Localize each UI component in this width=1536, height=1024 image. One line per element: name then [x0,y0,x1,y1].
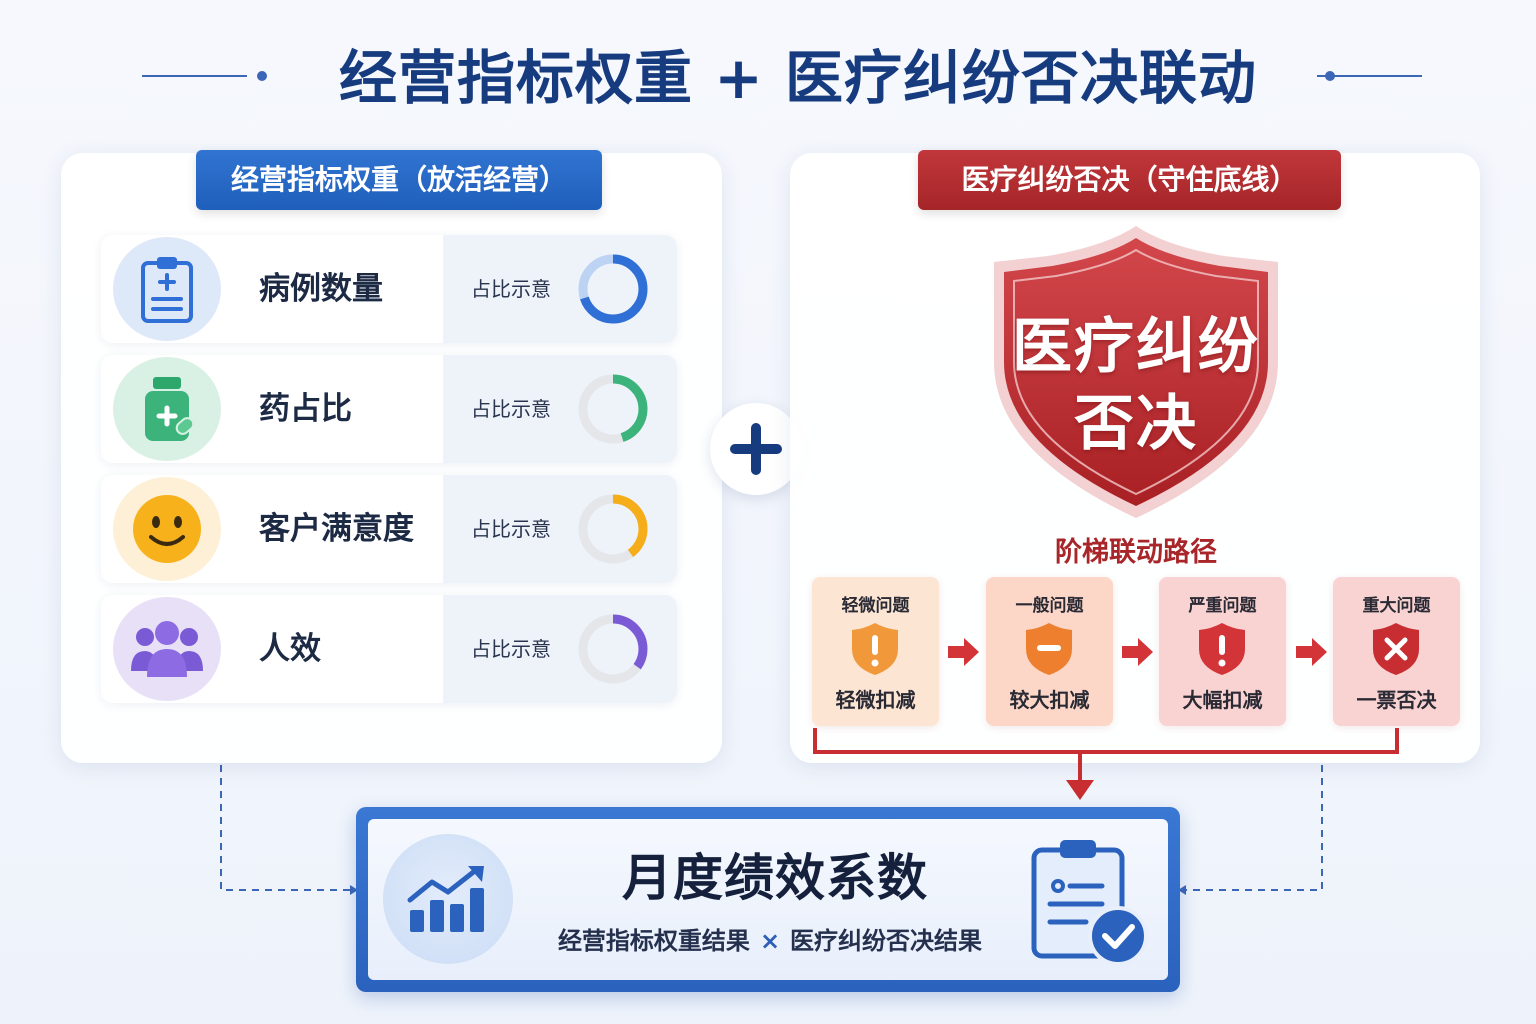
page-title: 经营指标权重 + 医疗纠纷否决联动 [339,44,1257,112]
ratio-label: 占比示意 [471,277,551,301]
title-dot-left [257,71,267,81]
title-divider-left [142,75,247,77]
ratio-donut [578,494,648,564]
people-group-icon [113,597,221,701]
title-row: 经营指标权重 + 医疗纠纷否决联动 [0,38,1536,118]
level-action: 一票否决 [1356,688,1437,712]
ratio-donut [578,614,648,684]
indicator-name: 人效 [259,631,321,667]
level-major: 重大问题 一票否决 [1333,577,1460,726]
level-general: 一般问题 较大扣减 [986,577,1113,726]
indicator-row-satisfaction: 客户满意度 占比示意 [101,475,677,583]
plus-connector [710,403,802,495]
dashed-connector-right [1186,765,1323,891]
level-serious: 严重问题 大幅扣减 [1159,577,1286,726]
title-divider-right [1317,75,1422,77]
medical-dispute-veto-heading: 医疗纠纷否决（守住底线） [918,150,1341,210]
level-name: 一般问题 [1015,596,1084,616]
level-minor: 轻微问题 轻微扣减 [812,577,939,726]
indicator-ratio-area [443,355,677,463]
shield-title-line1: 医疗纠纷 [1012,312,1260,382]
result-title: 月度绩效系数 [622,849,928,907]
indicator-row-drug-ratio: 药占比 占比示意 [101,355,677,463]
medicine-bottle-icon [113,357,221,461]
indicator-ratio-area [443,595,677,703]
clipboard-check-icon [1031,840,1148,966]
result-formula: 经营指标权重结果 × 医疗纠纷否决结果 [520,921,1020,956]
donut-arc [578,494,648,564]
level-name: 轻微问题 [841,596,910,616]
shield-minus-icon [1026,623,1072,675]
ratio-donut [578,374,648,444]
shield-x-icon [1373,623,1419,675]
level-action: 大幅扣减 [1182,688,1263,712]
level-action: 轻微扣减 [835,688,916,712]
formula-right: 医疗纠纷否决结果 [790,927,983,955]
level-action: 较大扣减 [1009,688,1090,712]
dashed-connector-left [220,765,350,891]
business-weight-heading: 经营指标权重（放活经营） [196,150,602,210]
indicator-name: 客户满意度 [259,511,414,547]
formula-left: 经营指标权重结果 [557,927,750,955]
indicator-name: 药占比 [259,391,352,427]
growth-chart-icon [383,834,513,964]
ratio-donut [578,254,648,324]
donut-arc [578,614,648,684]
indicator-row-case-count: 病例数量 占比示意 [101,235,677,343]
indicator-ratio-area [443,475,677,583]
indicator-row-efficiency: 人效 占比示意 [101,595,677,703]
donut-arc [578,254,648,324]
smiley-face-icon [113,477,221,581]
clipboard-medical-icon [113,237,221,341]
plus-icon [730,423,782,475]
level-name: 严重问题 [1188,596,1257,616]
ladder-path-title: 阶梯联动路径 [1055,537,1217,568]
ratio-label: 占比示意 [471,517,551,541]
shield-exclamation-icon [1199,623,1245,675]
shield-exclamation-icon [852,623,898,675]
shield-title-line2: 否决 [1074,389,1198,459]
veto-shield-icon [994,226,1278,518]
business-weight-panel: 经营指标权重（放活经营） 病例数量 占比示意 [61,150,722,763]
ratio-label: 占比示意 [471,397,551,421]
level-name: 重大问题 [1362,596,1431,616]
donut-arc [578,374,648,444]
indicator-name: 病例数量 [259,271,383,307]
multiply-sign: × [759,927,781,955]
ratio-label: 占比示意 [471,637,551,661]
indicator-ratio-area [443,235,677,343]
arrow-down-icon [1066,780,1094,800]
